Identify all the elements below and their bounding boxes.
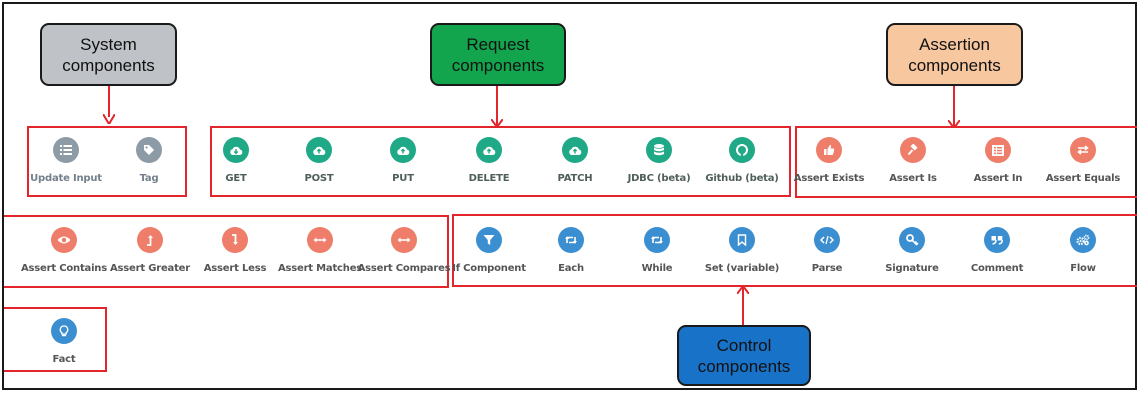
component-label: Assert In: [973, 173, 1023, 184]
request-connector-arrow: [491, 119, 503, 127]
component-parse[interactable]: Parse: [777, 227, 877, 274]
component-label: Tag: [139, 173, 159, 184]
control-components-group: [452, 214, 1137, 287]
component-label: Each: [558, 263, 584, 274]
assertion-connector: [953, 86, 955, 126]
key-icon: [899, 227, 925, 253]
system-components-group: [27, 126, 187, 197]
component-put[interactable]: PUT: [353, 137, 453, 184]
control-components-callout: Control components: [677, 325, 811, 386]
arrows-horizontal-icon: [307, 227, 333, 253]
component-jdbc[interactable]: JDBC (beta): [609, 137, 709, 184]
component-patch[interactable]: PATCH: [525, 137, 625, 184]
assertion-components-group-row2: [4, 215, 449, 288]
control-connector-arrow: [737, 286, 749, 294]
system-connector: [108, 86, 110, 117]
control-components-group-row3: [4, 307, 107, 372]
component-fact[interactable]: Fact: [14, 318, 114, 365]
component-assert-equals[interactable]: Assert Equals: [1033, 137, 1133, 184]
component-label: Assert Contains: [21, 263, 107, 274]
component-label: Update Input: [30, 173, 102, 184]
component-label: Github (beta): [705, 173, 779, 184]
database-icon: [646, 137, 672, 163]
component-label: Signature: [885, 263, 939, 274]
component-label: Parse: [811, 263, 843, 274]
eye-icon: [51, 227, 77, 253]
cloud-upload-icon: [476, 137, 502, 163]
arrows-horizontal-icon: [391, 227, 417, 253]
component-label: GET: [225, 173, 247, 184]
component-label: Set (variable): [704, 263, 780, 274]
component-label: PATCH: [557, 173, 593, 184]
component-label: Flow: [1070, 263, 1096, 274]
component-tag[interactable]: Tag: [99, 137, 199, 184]
component-post[interactable]: POST: [269, 137, 369, 184]
cloud-upload-icon: [390, 137, 416, 163]
level-up-icon: [137, 227, 163, 253]
code-icon: [814, 227, 840, 253]
component-comment[interactable]: Comment: [947, 227, 1047, 274]
component-assert-in[interactable]: Assert In: [948, 137, 1048, 184]
component-assert-less[interactable]: Assert Less: [185, 227, 285, 274]
level-down-icon: [222, 227, 248, 253]
component-assert-matches[interactable]: Assert Matches: [270, 227, 370, 274]
cloud-upload-icon: [306, 137, 332, 163]
github-icon: [729, 137, 755, 163]
retweet-icon: [644, 227, 670, 253]
component-delete[interactable]: DELETE: [439, 137, 539, 184]
component-label: Assert Matches: [277, 263, 363, 274]
filter-icon: [476, 227, 502, 253]
component-label: If Component: [452, 263, 526, 274]
component-signature[interactable]: Signature: [862, 227, 962, 274]
bookmark-icon: [729, 227, 755, 253]
lightbulb-icon: [51, 318, 77, 344]
component-label: PUT: [392, 173, 414, 184]
system-components-callout: System components: [40, 23, 177, 86]
tag-icon: [136, 137, 162, 163]
component-label: DELETE: [468, 173, 510, 184]
component-assert-compares[interactable]: Assert Compares: [354, 227, 454, 274]
list-alt-icon: [985, 137, 1011, 163]
component-assert-contains[interactable]: Assert Contains: [14, 227, 114, 274]
component-label: Assert Greater: [110, 263, 190, 274]
request-connector: [496, 86, 498, 125]
list-icon: [53, 137, 79, 163]
component-update-input[interactable]: Update Input: [16, 137, 116, 184]
component-assert-greater[interactable]: Assert Greater: [100, 227, 200, 274]
assertion-components-callout: Assertion components: [886, 23, 1023, 86]
component-label: Assert Equals: [1045, 173, 1121, 184]
thumbs-up-icon: [816, 137, 842, 163]
component-label: Assert Exists: [793, 173, 865, 184]
control-connector: [742, 287, 744, 325]
quote-icon: [984, 227, 1010, 253]
gavel-icon: [900, 137, 926, 163]
component-set-variable[interactable]: Set (variable): [692, 227, 792, 274]
component-assert-is[interactable]: Assert Is: [863, 137, 963, 184]
assertion-components-group-row1: [795, 126, 1137, 198]
cloud-upload-icon: [562, 137, 588, 163]
retweet-icon: [558, 227, 584, 253]
system-connector-arrow: [103, 114, 115, 124]
component-github[interactable]: Github (beta): [692, 137, 792, 184]
component-label: POST: [304, 173, 334, 184]
component-while[interactable]: While: [607, 227, 707, 274]
component-label: While: [641, 263, 673, 274]
component-label: Fact: [52, 354, 76, 365]
component-label: Assert Is: [889, 173, 937, 184]
cloud-download-icon: [223, 137, 249, 163]
assertion-connector-arrow: [948, 120, 960, 128]
component-each[interactable]: Each: [521, 227, 621, 274]
component-label: Comment: [970, 263, 1024, 274]
gears-icon: [1070, 227, 1096, 253]
component-assert-exists[interactable]: Assert Exists: [779, 137, 879, 184]
exchange-icon: [1070, 137, 1096, 163]
request-components-group: [210, 126, 791, 197]
component-if[interactable]: If Component: [439, 227, 539, 274]
component-label: Assert Less: [203, 263, 267, 274]
component-flow[interactable]: Flow: [1033, 227, 1133, 274]
component-label: JDBC (beta): [627, 173, 691, 184]
component-get[interactable]: GET: [186, 137, 286, 184]
request-components-callout: Request components: [430, 23, 566, 86]
component-label: Assert Compares: [357, 263, 451, 274]
